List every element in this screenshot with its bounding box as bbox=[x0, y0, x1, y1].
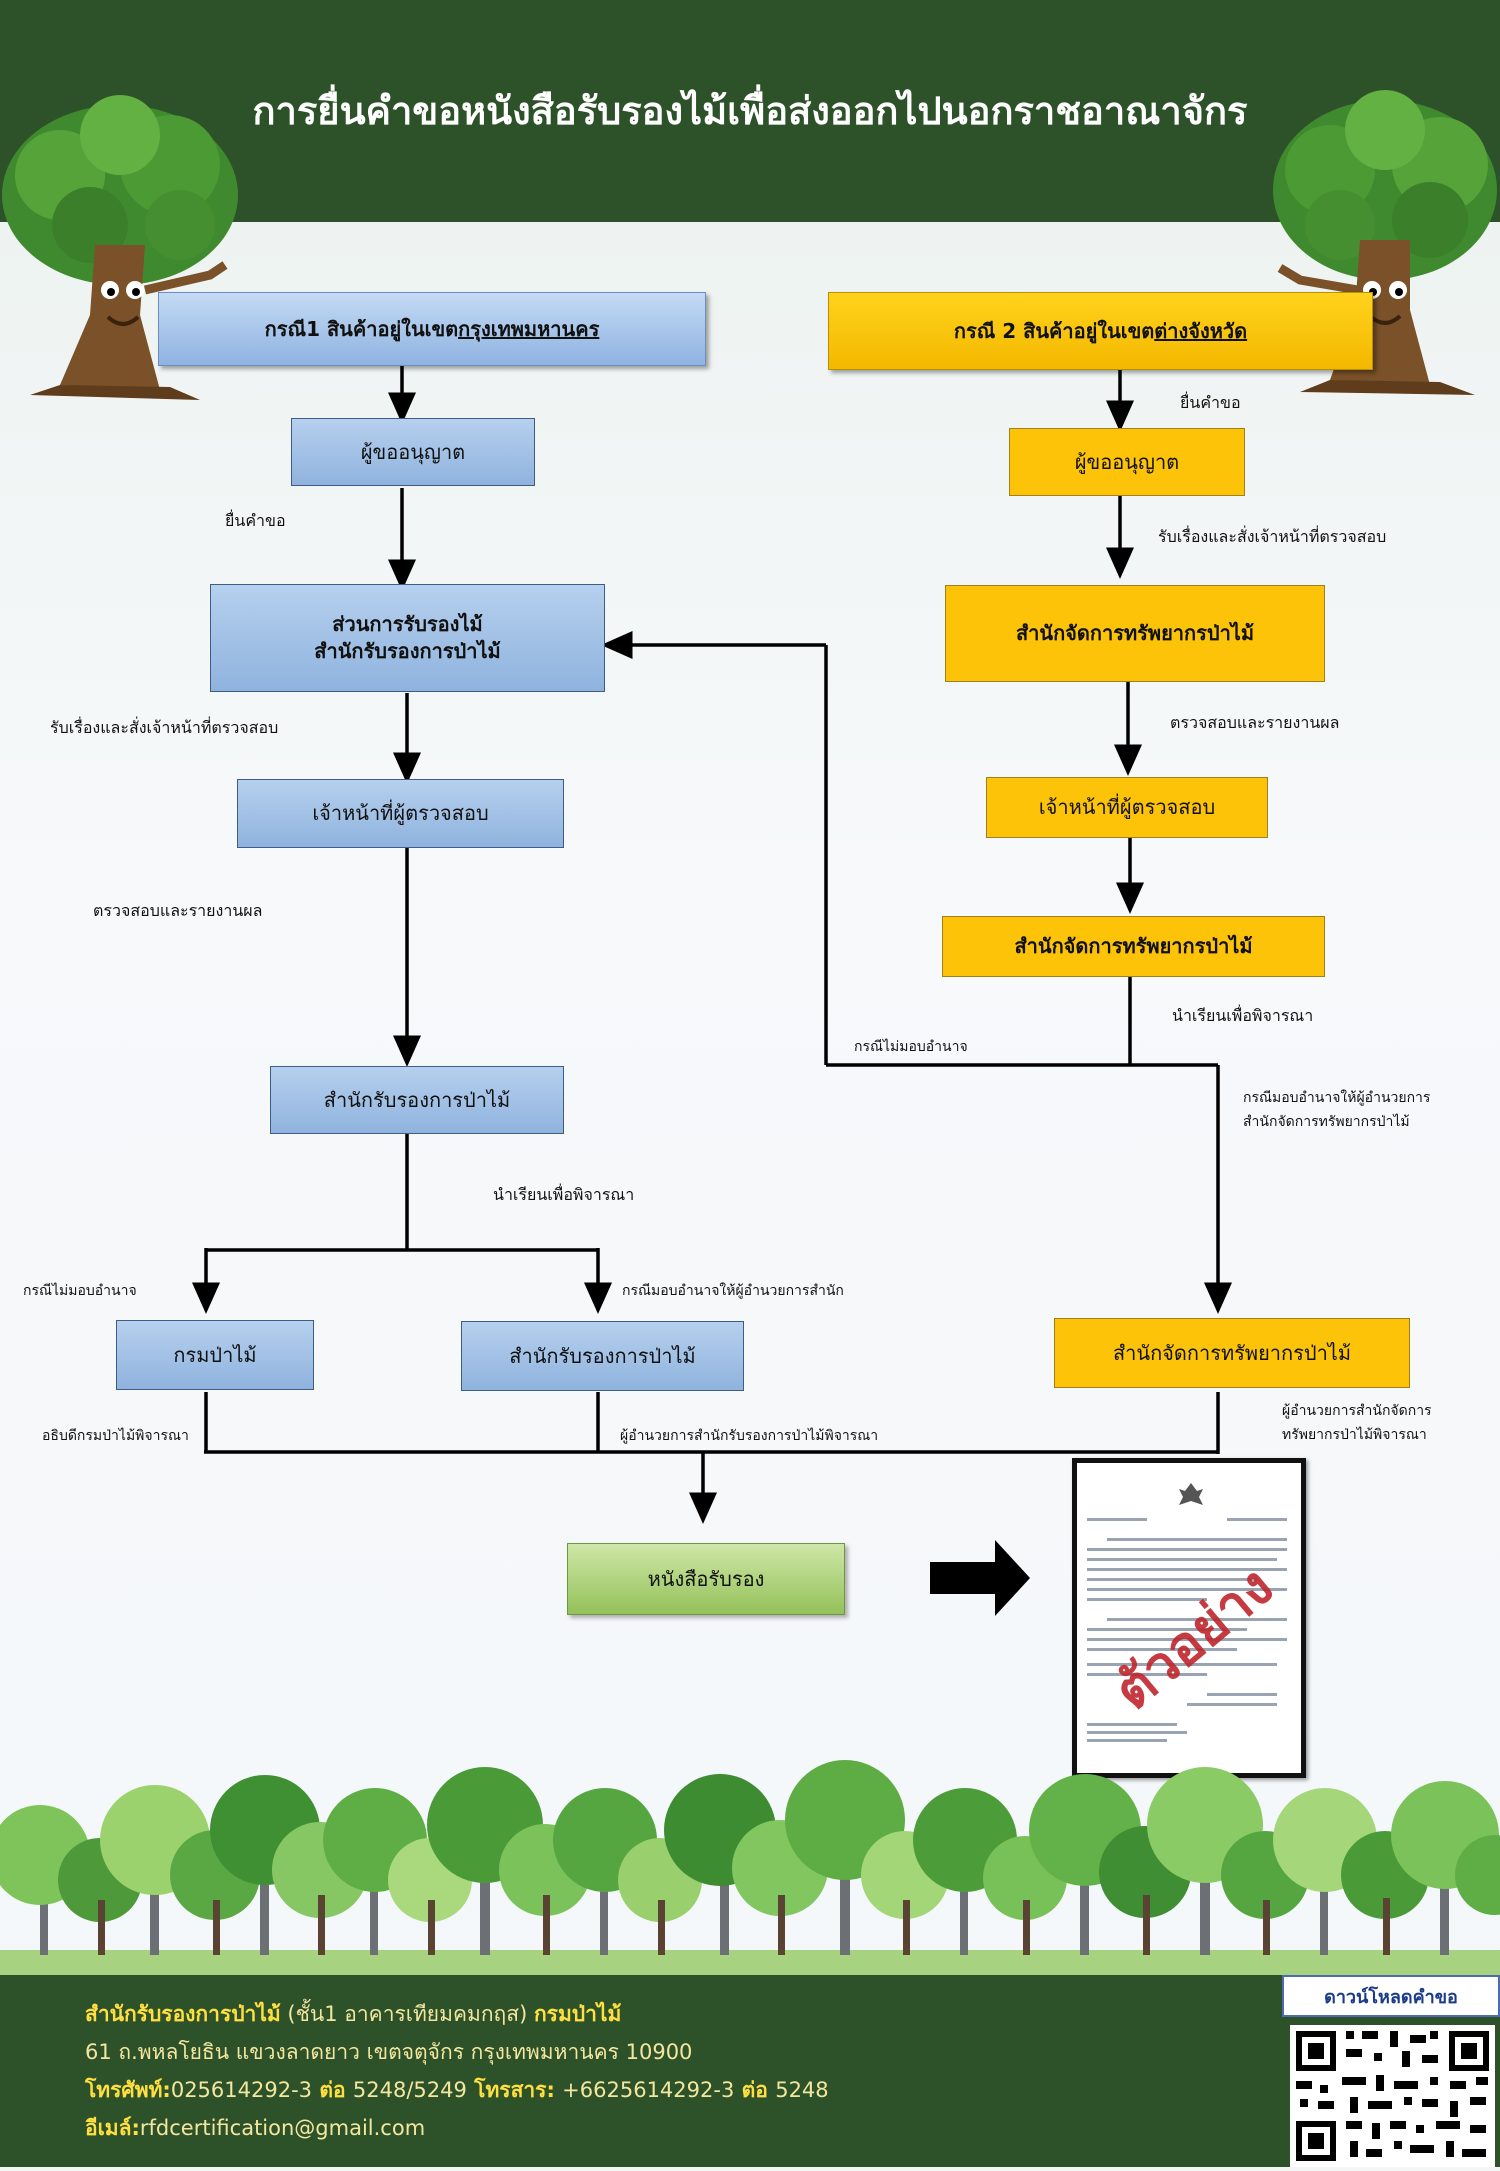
case1-header-prefix: กรณี1 สินค้าอยู่ในเขต bbox=[264, 316, 459, 341]
sample-certificate-image bbox=[1072, 1458, 1306, 1778]
footer-fax: +6625614292-3 bbox=[562, 2078, 735, 2102]
case1-office-label: สำนักรับรองการป่าไม้ bbox=[323, 1087, 511, 1112]
case2-delegation-line1: กรณีมอบอำนาจให้ผู้อำนวยการ bbox=[1243, 1090, 1431, 1106]
tree-mascot-left-icon bbox=[2, 95, 238, 400]
case1-inspect-report-label: ตรวจสอบและรายงานผล bbox=[93, 901, 263, 920]
case1-propose-label: นำเรียนเพื่อพิจารณา bbox=[493, 1185, 635, 1204]
case2-rfmo2-box: สำนักจัดการทรัพยากรป่าไม้ bbox=[942, 916, 1325, 977]
case2-applicant-label: ผู้ขออนุญาต bbox=[1074, 449, 1180, 474]
case1-inspector-label: เจ้าหน้าที่ผู้ตรวจสอบ bbox=[312, 801, 489, 825]
case1-forest-dept-box: กรมป่าไม้ bbox=[116, 1320, 314, 1390]
download-form-label[interactable]: ดาวน์โหลดคำขอ bbox=[1282, 1975, 1500, 2017]
case1-receive-assign-label: รับเรื่องและสั่งเจ้าหน้าที่ตรวจสอบ bbox=[50, 718, 279, 737]
footer-fax-ext-label: ต่อ bbox=[734, 2078, 776, 2102]
header-banner bbox=[0, 0, 1500, 222]
footer-address-line: 61 ถ.พหลโยธิน แขวงลาดยาว เขตจตุจักร กรุง… bbox=[85, 2036, 692, 2069]
footer-fax-label: โทรสาร: bbox=[466, 2078, 563, 2102]
case1-division-line1: ส่วนการรับรองไม้ bbox=[332, 612, 483, 636]
case1-delegation-label: กรณีมอบอำนาจให้ผู้อำนวยการสำนัก bbox=[622, 1283, 844, 1299]
certificate-label: หนังสือรับรอง bbox=[647, 1566, 765, 1591]
case1-director-general-label: อธิบดีกรมป่าไม้พิจารณา bbox=[42, 1428, 189, 1444]
case2-propose-label: นำเรียนเพื่อพิจารณา bbox=[1172, 1006, 1314, 1025]
case1-director-label: ผู้อำนวยการสำนักรับรองการป่าไม้พิจารณา bbox=[620, 1428, 879, 1444]
case1-forest-dept-label: กรมป่าไม้ bbox=[173, 1342, 257, 1367]
case2-director-line1: ผู้อำนวยการสำนักจัดการ bbox=[1282, 1403, 1432, 1419]
footer-dept: กรมป่าไม้ bbox=[533, 2002, 622, 2026]
download-qr-code[interactable] bbox=[1290, 2025, 1495, 2167]
garuda-emblem-icon bbox=[1179, 1483, 1203, 1505]
case1-office-box: สำนักรับรองการป่าไม้ bbox=[270, 1066, 564, 1134]
case1-office-sign-box: สำนักรับรองการป่าไม้ bbox=[461, 1321, 744, 1391]
footer-phone-label: โทรศัพท์: bbox=[85, 2078, 171, 2102]
footer-phone: 025614292-3 bbox=[170, 2078, 313, 2102]
case1-applicant-box: ผู้ขออนุญาต bbox=[291, 418, 535, 486]
footer-email-line: อีเมล์:rfdcertification@gmail.com bbox=[85, 2112, 425, 2145]
case1-division-line2: สำนักรับรองการป่าไม้ bbox=[314, 639, 501, 663]
case2-rfmo3-box: สำนักจัดการทรัพยากรป่าไม้ bbox=[1054, 1318, 1410, 1388]
case1-inspector-box: เจ้าหน้าที่ผู้ตรวจสอบ bbox=[237, 779, 564, 848]
case2-inspector-label: เจ้าหน้าที่ผู้ตรวจสอบ bbox=[1038, 795, 1216, 819]
case2-no-delegation-label: กรณีไม่มอบอำนาจ bbox=[854, 1039, 968, 1055]
case2-submit-label: ยื่นคำขอ bbox=[1180, 393, 1241, 412]
footer-fax-ext: 5248 bbox=[775, 2078, 829, 2102]
case1-submit-label: ยื่นคำขอ bbox=[225, 511, 286, 530]
qr-code-icon bbox=[1296, 2031, 1489, 2161]
case1-office-sign-label: สำนักรับรองการป่าไม้ bbox=[509, 1343, 696, 1368]
tree-mascot-right-icon bbox=[1273, 90, 1497, 395]
footer-phone-line: โทรศัพท์:025614292-3 ต่อ 5248/5249 โทรสา… bbox=[85, 2074, 829, 2107]
footer-banner bbox=[0, 1975, 1500, 2167]
footer-address: 61 ถ.พหลโยธิน แขวงลาดยาว เขตจตุจักร กรุง… bbox=[85, 2040, 693, 2064]
case2-inspector-box: เจ้าหน้าที่ผู้ตรวจสอบ bbox=[986, 777, 1268, 838]
forest-illustration bbox=[0, 1760, 1500, 1975]
certificate-box: หนังสือรับรอง bbox=[567, 1543, 845, 1615]
case1-header-location: กรุงเทพมหานคร bbox=[458, 316, 600, 341]
case2-rfmo-label: สำนักจัดการทรัพยากรป่าไม้ bbox=[1015, 621, 1255, 645]
footer-org-line: สำนักรับรองการป่าไม้ (ชั้น1 อาคารเทียมคม… bbox=[85, 1998, 621, 2031]
footer-phone-ext: 5248/5249 bbox=[352, 2078, 467, 2102]
footer-org-detail: (ชั้น1 อาคารเทียมคมกฤส) bbox=[280, 2002, 534, 2026]
case2-header: กรณี 2 สินค้าอยู่ในเขต ต่างจังหวัด bbox=[828, 292, 1373, 370]
case2-rfmo3-label: สำนักจัดการทรัพยากรป่าไม้ bbox=[1112, 1340, 1352, 1365]
case2-header-location: ต่างจังหวัด bbox=[1154, 318, 1248, 343]
case2-delegation-line2: สำนักจัดการทรัพยากรป่าไม้ bbox=[1243, 1114, 1410, 1130]
case1-header: กรณี1 สินค้าอยู่ในเขต กรุงเทพมหานคร bbox=[158, 292, 706, 366]
case2-receive-assign-label: รับเรื่องและสั่งเจ้าหน้าที่ตรวจสอบ bbox=[1158, 527, 1387, 546]
case2-rfmo2-label: สำนักจัดการทรัพยากรป่าไม้ bbox=[1014, 934, 1253, 958]
case1-no-delegation-label: กรณีไม่มอบอำนาจ bbox=[23, 1283, 137, 1299]
case2-applicant-box: ผู้ขออนุญาต bbox=[1009, 428, 1245, 496]
case2-director-line2: ทรัพยากรป่าไม้พิจารณา bbox=[1282, 1427, 1427, 1443]
case1-applicant-label: ผู้ขออนุญาต bbox=[360, 439, 466, 464]
case2-inspect-report-label: ตรวจสอบและรายงานผล bbox=[1170, 713, 1340, 732]
footer-email[interactable]: rfdcertification@gmail.com bbox=[139, 2116, 426, 2140]
footer-ext-label: ต่อ bbox=[312, 2078, 353, 2102]
footer-email-label: อีเมล์: bbox=[85, 2116, 140, 2140]
document-text-lines bbox=[1087, 1518, 1287, 1742]
case2-rfmo-box: สำนักจัดการทรัพยากรป่าไม้ bbox=[945, 585, 1325, 682]
page-title: การยื่นคำขอหนังสือรับรองไม้เพื่อส่งออกไป… bbox=[252, 89, 1248, 133]
case1-division-box: ส่วนการรับรองไม้ สำนักรับรองการป่าไม้ bbox=[210, 584, 605, 692]
case2-header-prefix: กรณี 2 สินค้าอยู่ในเขต bbox=[953, 318, 1155, 343]
footer-org: สำนักรับรองการป่าไม้ bbox=[85, 2002, 281, 2026]
